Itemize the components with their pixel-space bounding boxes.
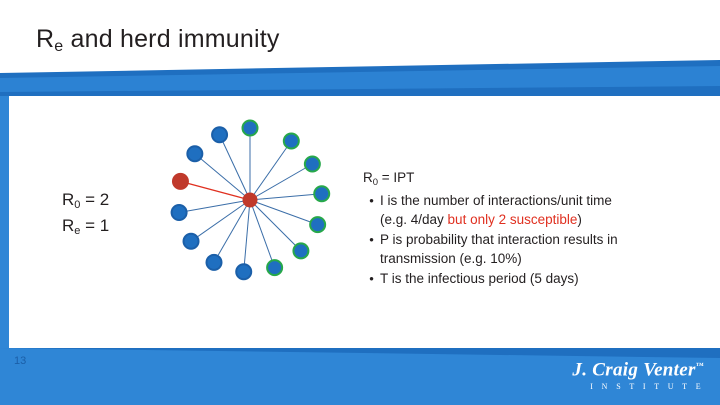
network-node xyxy=(292,242,310,260)
spoke-line xyxy=(179,199,251,213)
r-values-label: R0 = 2 Re = 1 xyxy=(62,188,109,240)
bullet-marker: • xyxy=(369,232,374,247)
spoke-lines xyxy=(179,128,322,272)
formula-heading-rest: = IPT xyxy=(378,170,415,185)
bullet-text-segment: ) xyxy=(577,212,582,227)
spoke-line xyxy=(249,193,322,201)
spoke-line xyxy=(213,199,251,263)
bullet-text-segment: T is the infectious period (5 days) xyxy=(380,271,579,286)
footer-bar xyxy=(0,348,720,405)
contact-network-svg xyxy=(170,119,331,281)
bullet-item: • I is the number of interactions/unit ti… xyxy=(363,191,703,229)
spoke-line xyxy=(249,199,302,252)
spoke-line xyxy=(190,199,251,242)
network-node xyxy=(182,232,200,250)
spoke-line xyxy=(249,140,292,201)
network-node xyxy=(170,204,188,222)
formula-heading-sub: 0 xyxy=(372,177,379,188)
slide-number: 13 xyxy=(14,355,27,367)
bullet-text-segment: I is the number of interactions/unit tim… xyxy=(380,193,612,208)
network-node xyxy=(205,253,223,271)
bullet-marker: • xyxy=(369,271,374,286)
formula-heading-r: R xyxy=(363,170,373,185)
network-node xyxy=(171,172,189,190)
network-node xyxy=(186,145,204,163)
logo-main-text: J. Craig Venter xyxy=(572,359,696,381)
bullet-text-segment: (e.g. 4/day xyxy=(380,212,448,227)
network-node xyxy=(309,216,327,234)
left-accent-strip xyxy=(0,96,9,348)
spoke-line xyxy=(249,163,313,201)
r0-label-value: = 2 xyxy=(80,190,110,209)
spoke-line xyxy=(249,199,276,268)
page-title: Re and herd immunity xyxy=(36,25,280,55)
logo-wordmark: J. Craig Venter™ xyxy=(572,356,704,380)
page-title-rest: and herd immunity xyxy=(63,25,280,53)
network-node xyxy=(211,126,229,144)
organization-logo: J. Craig Venter™ I N S T I T U T E xyxy=(572,356,704,392)
bullet-item: • P is probability that interaction resul… xyxy=(363,230,703,268)
network-node xyxy=(266,259,284,277)
spoke-line xyxy=(180,180,251,201)
bullet-text-segment: transmission (e.g. 10%) xyxy=(380,251,522,266)
re-label: Re = 1 xyxy=(62,214,109,240)
r0-label-r: R xyxy=(62,190,75,209)
bullet-text-segment: P is probability that interaction result… xyxy=(380,232,618,247)
bullet-text: T is the infectious period (5 days) xyxy=(380,269,703,288)
header-banner xyxy=(0,0,720,96)
spoke-line xyxy=(219,134,251,201)
logo-trademark: ™ xyxy=(695,361,704,370)
network-node xyxy=(282,132,300,150)
logo-subtext: I N S T I T U T E xyxy=(590,382,704,392)
page-title-subscript: e xyxy=(54,38,64,55)
network-node xyxy=(235,263,253,281)
bullet-text: P is probability that interaction result… xyxy=(380,230,703,268)
contact-network-diagram xyxy=(160,110,340,290)
formula-heading: R0 = IPT xyxy=(363,168,703,189)
spoke-line xyxy=(194,153,251,201)
page-title-main: R xyxy=(36,25,55,53)
network-node xyxy=(303,155,321,173)
formula-explanation: R0 = IPT • I is the number of interaction… xyxy=(363,168,703,288)
network-node xyxy=(313,185,331,203)
bullet-text-segment: but only 2 susceptible xyxy=(447,212,578,227)
r0-label: R0 = 2 xyxy=(62,188,109,214)
re-label-sub: e xyxy=(74,225,81,237)
bullet-text: I is the number of interactions/unit tim… xyxy=(380,191,703,229)
center-node xyxy=(242,192,258,208)
bullet-marker: • xyxy=(369,193,374,208)
re-label-value: = 1 xyxy=(80,216,110,235)
footer-bar-light xyxy=(0,348,720,405)
re-label-r: R xyxy=(62,216,75,235)
spoke-line xyxy=(249,199,318,226)
bullet-item: • T is the infectious period (5 days) xyxy=(363,269,703,288)
spoke-line xyxy=(243,199,251,272)
r0-label-sub: 0 xyxy=(74,199,81,211)
bullet-list: • I is the number of interactions/unit ti… xyxy=(363,191,703,288)
outer-nodes xyxy=(170,119,331,281)
network-node xyxy=(241,119,259,137)
